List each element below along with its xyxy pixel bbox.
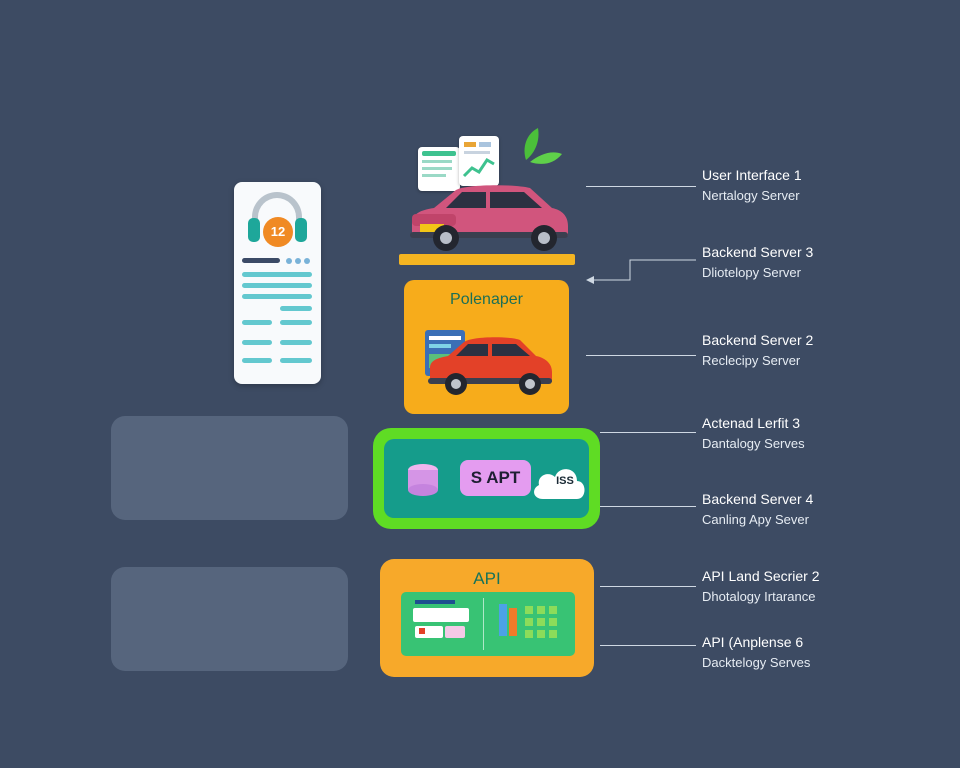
label-3-subtitle: Reclecipy Server — [702, 353, 801, 368]
headphones-icon — [252, 192, 302, 232]
green-inner-panel: S APT ISS — [384, 439, 589, 518]
label-6: API Land Secrier 2 Dhotalogy Irtarance — [702, 567, 820, 606]
top-platform — [399, 254, 575, 265]
phone-title-bar — [242, 258, 280, 263]
dashboard-screen — [401, 592, 575, 656]
mobile-app-mockup: 12 — [234, 182, 321, 384]
label-1: User Interface 1 Nertalogy Server — [702, 166, 802, 205]
orange-card: Polenaper — [404, 280, 569, 414]
connector-arrow-2 — [586, 259, 696, 284]
phone-line — [242, 294, 312, 299]
connector-line-6 — [600, 586, 696, 587]
label-3: Backend Server 2 Reclecipy Server — [702, 331, 813, 370]
api-card-title: API — [473, 569, 501, 588]
cloud-icon — [534, 469, 585, 499]
phone-dot — [295, 258, 301, 264]
leaf-icon — [524, 128, 562, 164]
orange-card-title: Polenaper — [450, 291, 523, 308]
label-1-title: User Interface 1 — [702, 167, 802, 183]
cloud-label: ISS — [556, 475, 574, 487]
phone-dot — [304, 258, 310, 264]
phone-line — [280, 340, 312, 345]
label-1-subtitle: Nertalogy Server — [702, 188, 800, 203]
label-7: API (Anplense 6 Dacktelogy Serves — [702, 633, 810, 672]
app-badge: 12 — [263, 217, 293, 247]
label-4-title: Actenad Lerfit 3 — [702, 415, 801, 431]
headphone-left-cup — [248, 218, 260, 242]
api-dashboard-card: API — [380, 559, 594, 677]
connector-line-4 — [600, 432, 696, 433]
placeholder-panel-top — [111, 416, 348, 520]
connector-line-5 — [600, 506, 696, 507]
phone-line — [280, 306, 312, 311]
label-6-title: API Land Secrier 2 — [702, 568, 820, 584]
phone-line — [242, 358, 272, 363]
phone-line — [242, 340, 272, 345]
label-7-title: API (Anplense 6 — [702, 634, 804, 650]
label-4-subtitle: Dantalogy Serves — [702, 436, 805, 451]
connector-line-1 — [586, 186, 696, 187]
pink-car-icon — [410, 185, 568, 251]
placeholder-panel-bottom — [111, 567, 348, 671]
connector-line-7 — [600, 645, 696, 646]
label-5: Backend Server 4 Canling Apy Sever — [702, 490, 813, 529]
label-6-subtitle: Dhotalogy Irtarance — [702, 589, 816, 604]
label-4: Actenad Lerfit 3 Dantalogy Serves — [702, 414, 805, 453]
label-5-subtitle: Canling Apy Sever — [702, 512, 809, 527]
label-2: Backend Server 3 Dliotelopy Server — [702, 243, 813, 282]
label-2-subtitle: Dliotelopy Server — [702, 265, 801, 280]
label-5-title: Backend Server 4 — [702, 491, 814, 507]
red-car-icon — [428, 337, 552, 395]
label-3-title: Backend Server 2 — [702, 332, 814, 348]
phone-dot — [286, 258, 292, 264]
label-7-subtitle: Dacktelogy Serves — [702, 655, 811, 670]
chart-card — [459, 136, 499, 186]
headphone-right-cup — [295, 218, 307, 242]
phone-line — [242, 272, 312, 277]
phone-line — [242, 320, 272, 325]
green-api-card: S APT ISS — [373, 428, 600, 529]
phone-line — [242, 283, 312, 288]
document-card — [418, 147, 460, 191]
api-label: S APT — [460, 460, 531, 496]
phone-line — [280, 358, 312, 363]
label-2-title: Backend Server 3 — [702, 244, 814, 260]
phone-line — [280, 320, 312, 325]
database-icon — [408, 464, 438, 496]
connector-line-3 — [586, 355, 696, 356]
